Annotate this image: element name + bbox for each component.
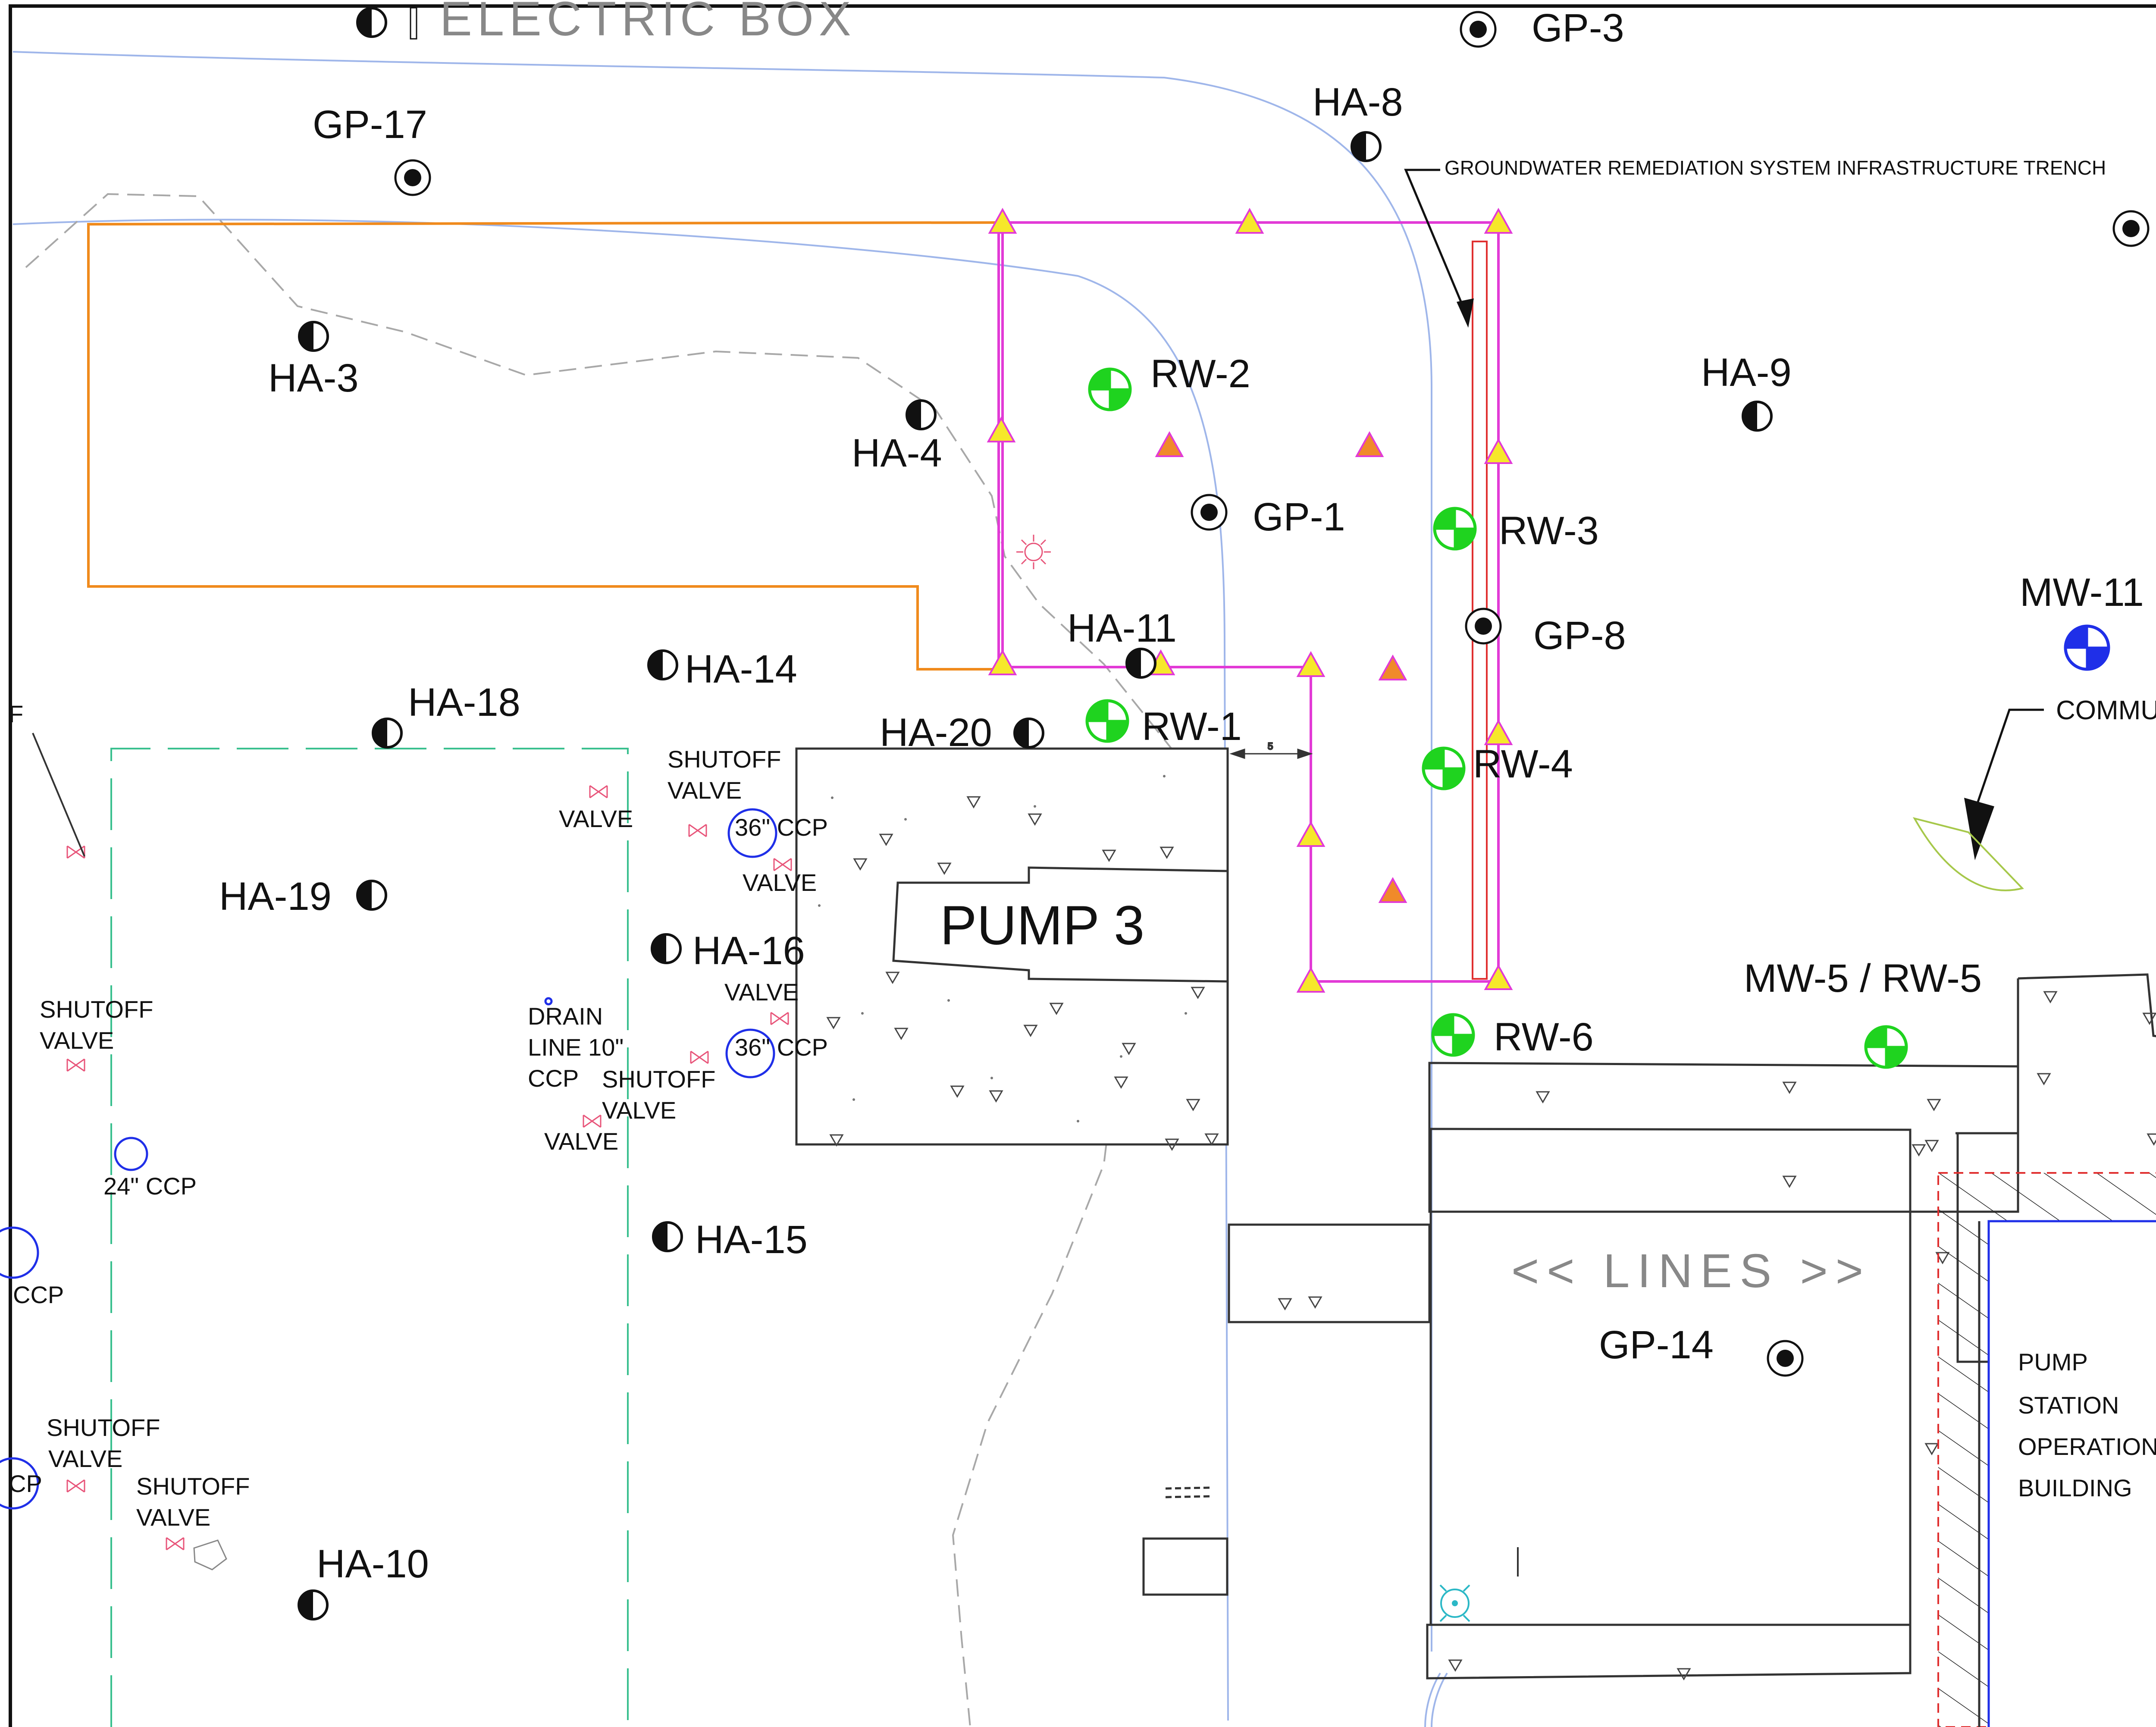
hydrant-symbol (1439, 1584, 1470, 1622)
well-ha3: HA-3 (268, 356, 359, 400)
dimension-line: 5 (1229, 740, 1313, 759)
well-gp8: GP-8 (1533, 614, 1626, 658)
valve-label-9: VALVE (136, 1504, 210, 1531)
teal-enclosure (110, 748, 629, 1727)
ccp36-label-1: 36" CCP (735, 814, 828, 841)
lines-label: << LINES >> (1511, 1244, 1871, 1298)
well-rw6: RW-6 (1494, 1015, 1594, 1059)
valve-label-8: VALVE (48, 1445, 122, 1472)
well-rw3: RW-3 (1499, 509, 1599, 553)
small-pads (1142, 1223, 1431, 1596)
well-ha14: HA-14 (685, 647, 797, 691)
electric-box-label: ELECTRIC BOX (440, 0, 856, 46)
drain-label: DRAIN (528, 1003, 603, 1030)
pump-station-line3: OPERATIONS (2018, 1433, 2156, 1460)
well-ha15: HA-15 (695, 1218, 808, 1262)
well-mw11: MW-11 (2020, 570, 2144, 614)
shutoff-label-3: SHUTOFF (602, 1066, 715, 1093)
well-ha18: HA-18 (408, 680, 520, 724)
well-gp1: GP-1 (1253, 495, 1345, 539)
ccp36-label-2: 36" CCP (735, 1034, 828, 1061)
communication-leader (1912, 708, 2044, 891)
pump3-label: PUMP 3 (940, 895, 1144, 956)
trench-note: GROUNDWATER REMEDIATION SYSTEM INFRASTRU… (1445, 157, 2106, 179)
well-ha9: HA-9 (1701, 351, 1792, 395)
well-ha8: HA-8 (1313, 80, 1403, 124)
shutoff-label-5: SHUTOFF (136, 1473, 250, 1500)
valve-label-1: VALVE (667, 777, 742, 804)
trench-leader (1404, 169, 1474, 328)
valve-label-5: VALVE (40, 1027, 114, 1054)
orange-boundary (87, 221, 1003, 671)
well-ha20: HA-20 (880, 711, 992, 755)
ccp-circles (0, 808, 777, 1510)
pump-station-line1: PUMP (2018, 1348, 2088, 1376)
electric-box: ELECTRIC BOX (357, 0, 856, 46)
well-gp17: GP-17 (313, 103, 427, 147)
ccp-cut-label: CP (9, 1470, 42, 1497)
water-lines (13, 51, 1448, 1727)
shutoff-label-4: SHUTOFF (47, 1414, 160, 1441)
well-ha4: HA-4 (852, 431, 942, 475)
sun-symbol (1016, 535, 1051, 569)
drainage-path (25, 193, 1183, 1727)
shutoff-label-2: SHUTOFF (40, 996, 153, 1023)
f-leader (32, 733, 85, 857)
pump-station-line4: BUILDING (2018, 1474, 2132, 1501)
well-rw2: RW-2 (1150, 352, 1250, 396)
valve-label-2: VALVE (559, 805, 633, 832)
sheet-border (9, 4, 2156, 1727)
communic-label: COMMUNIC (2056, 696, 2156, 725)
well-gp3: GP-3 (1532, 6, 1624, 50)
well-mw5rw5: MW-5 / RW-5 (1744, 956, 1982, 1000)
utility-f-cut: F (9, 700, 23, 727)
valve-label-7: VALVE (544, 1128, 618, 1155)
pump-station-building: PUMP STATION OPERATIONS BUILDING (1937, 1172, 2156, 1727)
well-ha19: HA-19 (219, 874, 332, 918)
shutoff-label-1: SHUTOFF (667, 746, 781, 773)
well-gp14: GP-14 (1599, 1323, 1714, 1367)
small-pentagon (193, 1539, 227, 1570)
pump-station-line2: STATION (2018, 1392, 2119, 1419)
valve-label-3: VALVE (743, 869, 817, 896)
valve-label-6: VALVE (602, 1097, 676, 1124)
pump3-pad: PUMP 3 (795, 747, 1229, 1150)
line10-label: LINE 10" (528, 1034, 624, 1061)
well-ha11: HA-11 (1067, 606, 1177, 650)
ccp-label-drain: CCP (528, 1065, 579, 1092)
ccp-label-left: CCP (13, 1281, 64, 1308)
valve-label-4: VALVE (724, 978, 799, 1006)
well-rw1: RW-1 (1142, 705, 1242, 749)
well-ha10: HA-10 (317, 1542, 429, 1586)
dimension-label: 5 (1268, 741, 1273, 752)
well-ha16: HA-16 (693, 929, 805, 973)
well-rw4: RW-4 (1473, 742, 1573, 786)
ccp24-label: 24" CCP (103, 1172, 197, 1200)
